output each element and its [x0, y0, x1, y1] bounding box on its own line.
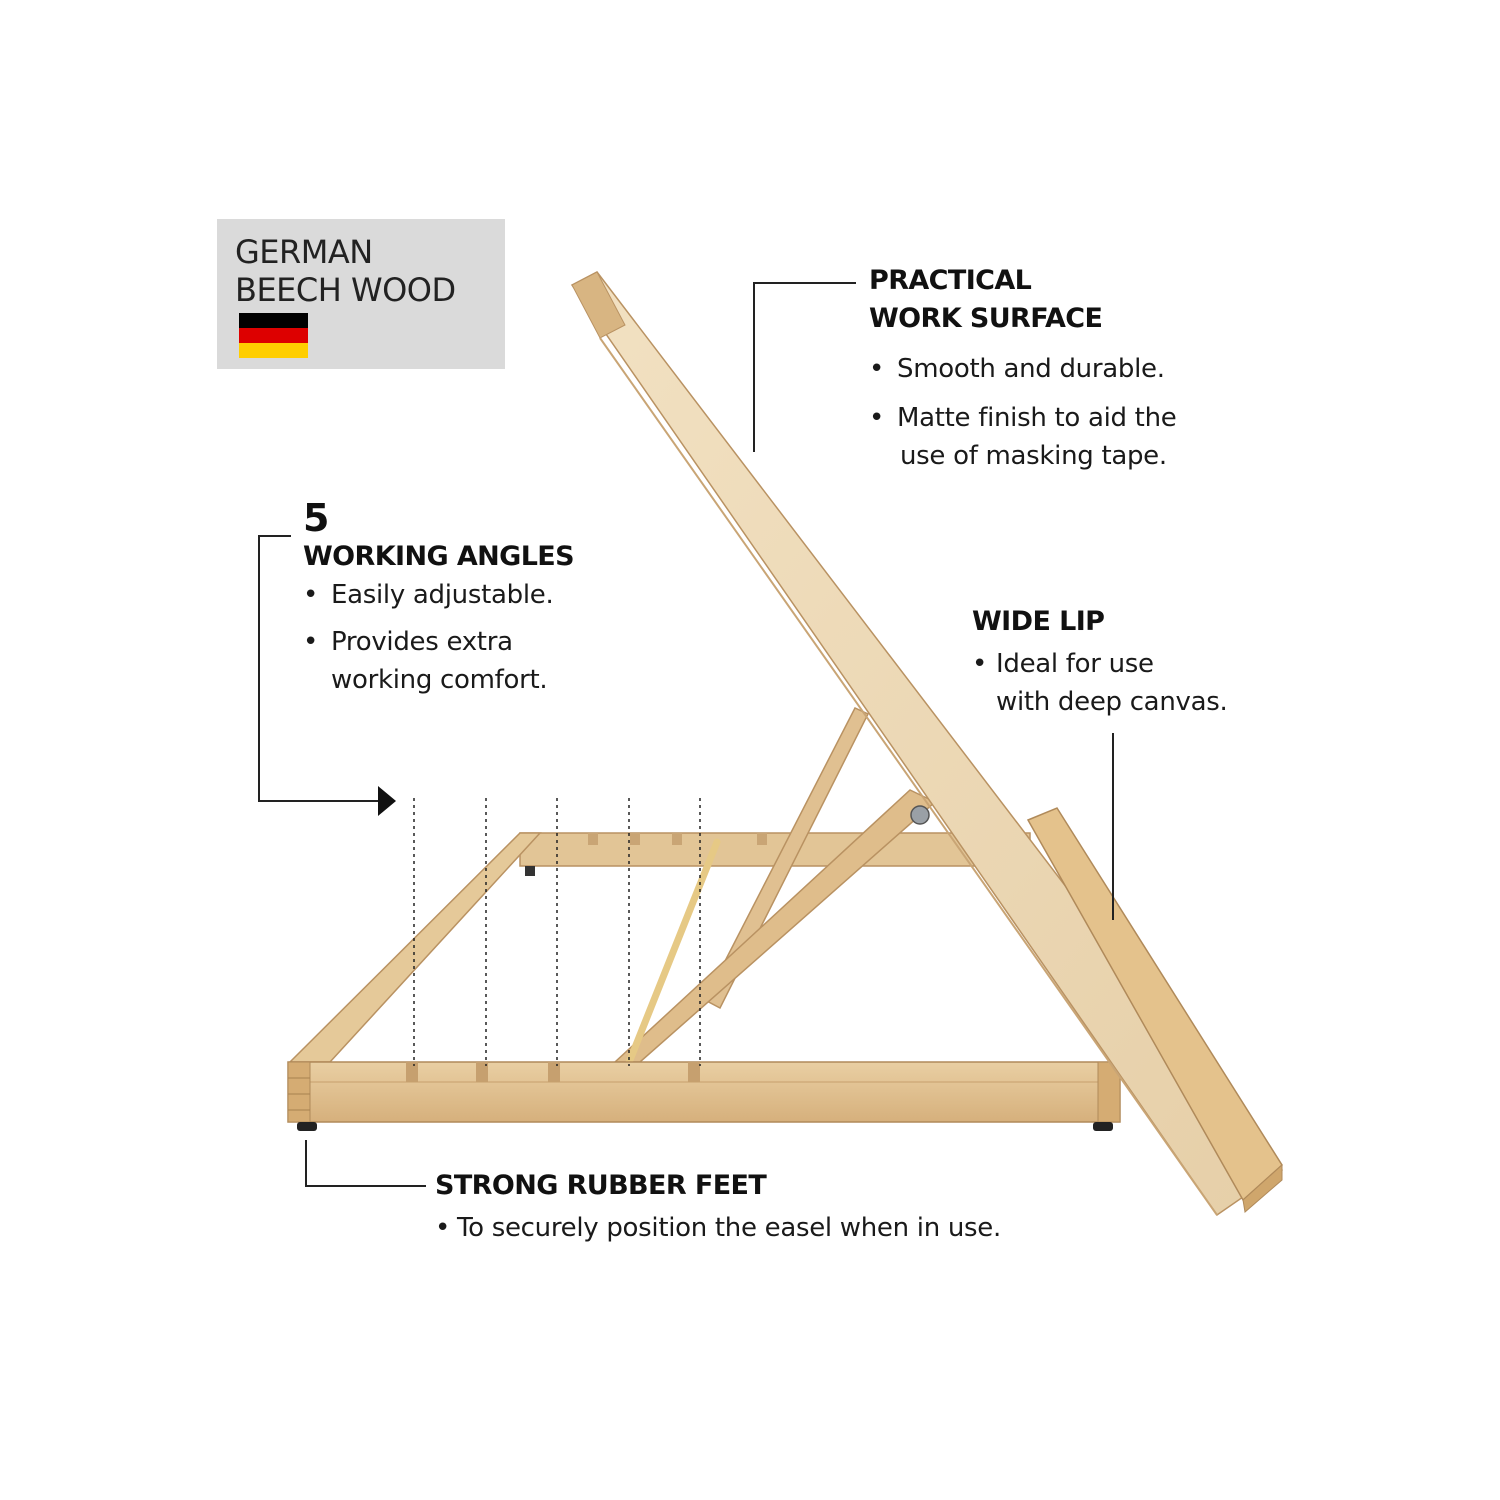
wide-lip — [1026, 807, 1283, 1213]
lip-callout: WIDE LIP Ideal for use with deep canvas. — [972, 603, 1228, 721]
angles-count: 5 — [303, 496, 330, 540]
rubber-foot-front-left — [297, 1122, 317, 1131]
feet-callout-line — [305, 1140, 426, 1187]
angles-bullet-2: Provides extra — [303, 623, 574, 661]
base-back-rail — [519, 832, 1031, 867]
lip-bullet-1: Ideal for use — [972, 645, 1227, 683]
angles-callout-line — [258, 535, 380, 802]
badge-title-line2: BEECH WOOD — [235, 271, 456, 309]
feet-bullet-1: To securely position the easel when in u… — [435, 1209, 1001, 1247]
angles-heading: WORKING ANGLES — [303, 541, 575, 572]
german-flag-icon — [239, 313, 308, 358]
support-strut-main — [613, 789, 937, 1063]
work-surface-bullet-1: Smooth and durable. — [869, 350, 1176, 388]
support-strut-upper — [703, 707, 870, 1010]
arrow-right-icon — [378, 786, 396, 816]
rubber-foot-back — [525, 866, 535, 876]
badge-title-line1: GERMAN — [235, 233, 373, 271]
badge-title: GERMAN BEECH WOOD — [235, 233, 456, 309]
work-surface-callout: PRACTICAL WORK SURFACE Smooth and durabl… — [869, 262, 1177, 475]
base-front-rail — [287, 1061, 1121, 1123]
angles-bullet-1: Easily adjustable. — [303, 576, 574, 614]
feet-callout: STRONG RUBBER FEET To securely position … — [435, 1167, 1001, 1247]
angles-bullet-2-cont: working comfort. — [331, 665, 548, 695]
base-left-rail — [288, 832, 542, 1063]
lip-heading: WIDE LIP — [972, 606, 1105, 637]
adjustment-dowel — [618, 838, 721, 1084]
flag-stripe-red — [239, 328, 308, 343]
origin-badge: GERMAN BEECH WOOD — [217, 219, 505, 369]
rubber-foot-front-right — [1093, 1122, 1113, 1131]
flag-stripe-black — [239, 313, 308, 328]
work-surface-bullet-2-cont: use of masking tape. — [900, 441, 1167, 471]
work-surface-heading-1: PRACTICAL — [869, 265, 1032, 296]
work-surface-callout-line — [753, 282, 856, 452]
hinge-screw-icon — [910, 805, 930, 825]
feet-heading: STRONG RUBBER FEET — [435, 1170, 767, 1201]
work-surface-bullet-2: Matte finish to aid the — [869, 399, 1177, 437]
angles-callout: 5 WORKING ANGLES Easily adjustable. Prov… — [303, 496, 575, 699]
work-surface-heading-2: WORK SURFACE — [869, 303, 1103, 334]
lip-bullet-1-cont: with deep canvas. — [996, 687, 1228, 717]
flag-stripe-gold — [239, 343, 308, 358]
angle-guide-lines — [413, 798, 701, 1066]
